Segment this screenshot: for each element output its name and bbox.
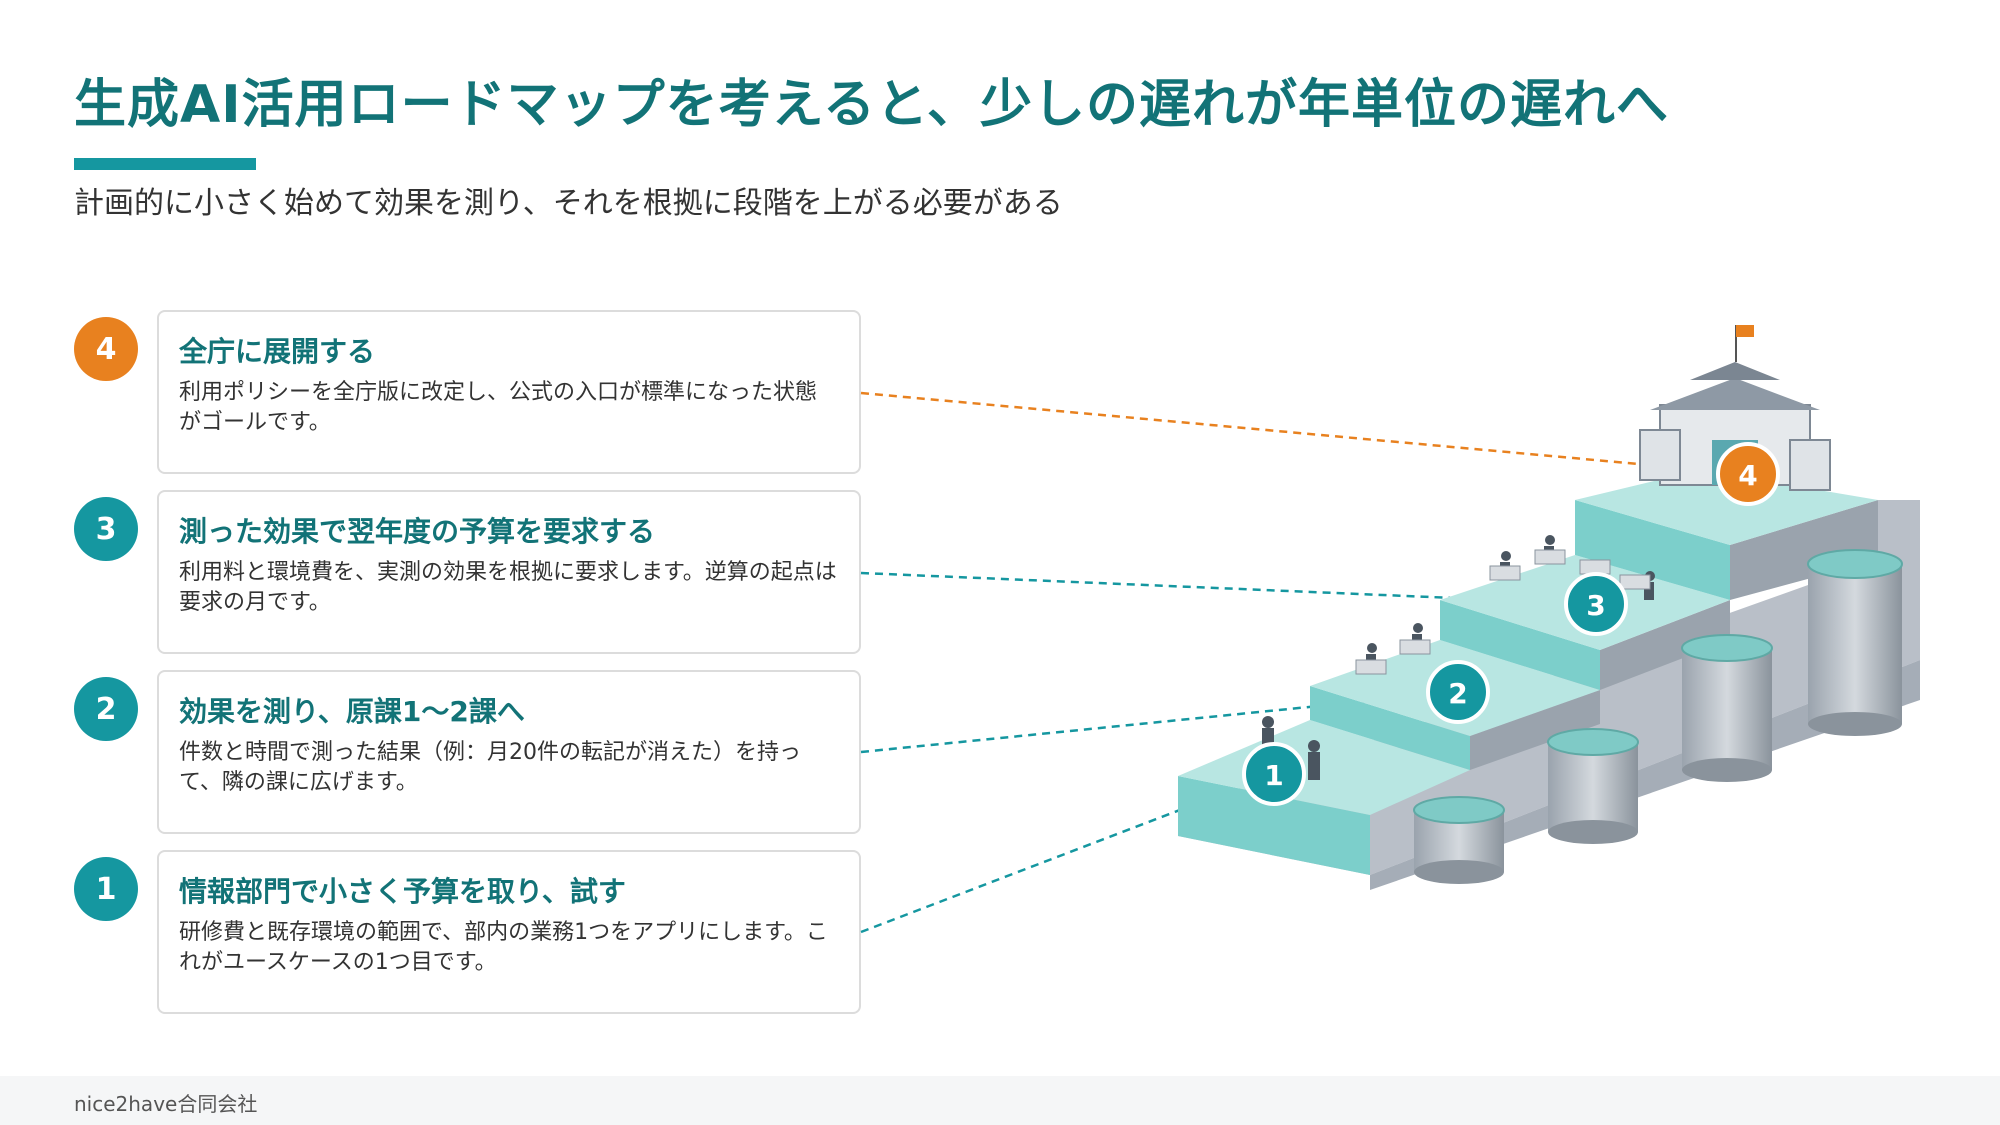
stair-marker-3-label: 3 <box>1586 589 1605 622</box>
step-card-4: 全庁に展開する 利用ポリシーを全庁版に改定し、公式の入口が標準になった状態がゴー… <box>157 310 861 474</box>
footer: nice2have合同会社 <box>0 1076 2000 1125</box>
step-card-3: 測った効果で翌年度の予算を要求する 利用料と環境費を、実測の効果を根拠に要求しま… <box>157 490 861 654</box>
step-desc-2: 件数と時間で測った結果（例：月20件の転記が消えた）を持って、隣の課に広げます。 <box>179 740 801 795</box>
step-desc-1: 研修費と既存環境の範囲で、部内の業務1つをアプリにします。これがユースケースの1… <box>179 920 828 975</box>
step-badge-1: 1 <box>74 857 138 921</box>
coin-stack-3 <box>1681 634 1773 782</box>
page-title: 生成AI活用ロードマップを考えると、少しの遅れが年単位の遅れへ <box>74 75 1669 135</box>
step-desc-3: 利用料と環境費を、実測の効果を根拠に要求します。逆算の起点は要求の月です。 <box>179 560 837 615</box>
coin-stack-4 <box>1807 549 1903 736</box>
coin-stack-2 <box>1547 728 1639 844</box>
stair-marker-4-label: 4 <box>1738 459 1757 492</box>
title-underline <box>74 158 256 170</box>
stair-marker-3: 3 <box>1564 572 1628 636</box>
stair-marker-1-label: 1 <box>1264 759 1283 792</box>
connector-line-2 <box>860 690 1459 754</box>
step-title-1: 情報部門で小さく予算を取り、試す <box>179 875 626 908</box>
stair-marker-2-label: 2 <box>1448 677 1467 710</box>
step-desc-4: 利用ポリシーを全庁版に改定し、公式の入口が標準になった状態がゴールです。 <box>179 380 818 435</box>
step-title-4: 全庁に展開する <box>179 335 376 368</box>
step-badge-4: 4 <box>74 317 138 381</box>
step-card-1: 情報部門で小さく予算を取り、試す 研修費と既存環境の範囲で、部内の業務1つをアプ… <box>157 850 861 1014</box>
coin-stack-1 <box>1413 796 1505 884</box>
page-subtitle: 計画的に小さく始めて効果を測り、それを根拠に段階を上がる必要がある <box>74 186 1063 221</box>
step-badge-2: 2 <box>74 677 138 741</box>
coin-stacks <box>1413 549 1903 884</box>
stair-marker-1: 1 <box>1242 742 1306 806</box>
connector-line-3 <box>860 571 1597 606</box>
footer-company: nice2have合同会社 <box>74 1092 258 1116</box>
step-badge-3: 3 <box>74 497 138 561</box>
step-card-2: 効果を測り、原課1〜2課へ 件数と時間で測った結果（例：月20件の転記が消えた）… <box>157 670 861 834</box>
stair-marker-2: 2 <box>1426 660 1490 724</box>
step-title-2: 効果を測り、原課1〜2課へ <box>179 695 525 728</box>
office-desks <box>1355 549 1651 675</box>
step-title-3: 測った効果で翌年度の予算を要求する <box>179 515 656 548</box>
connector-line-4 <box>860 391 1749 476</box>
stair-marker-4: 4 <box>1716 442 1780 506</box>
